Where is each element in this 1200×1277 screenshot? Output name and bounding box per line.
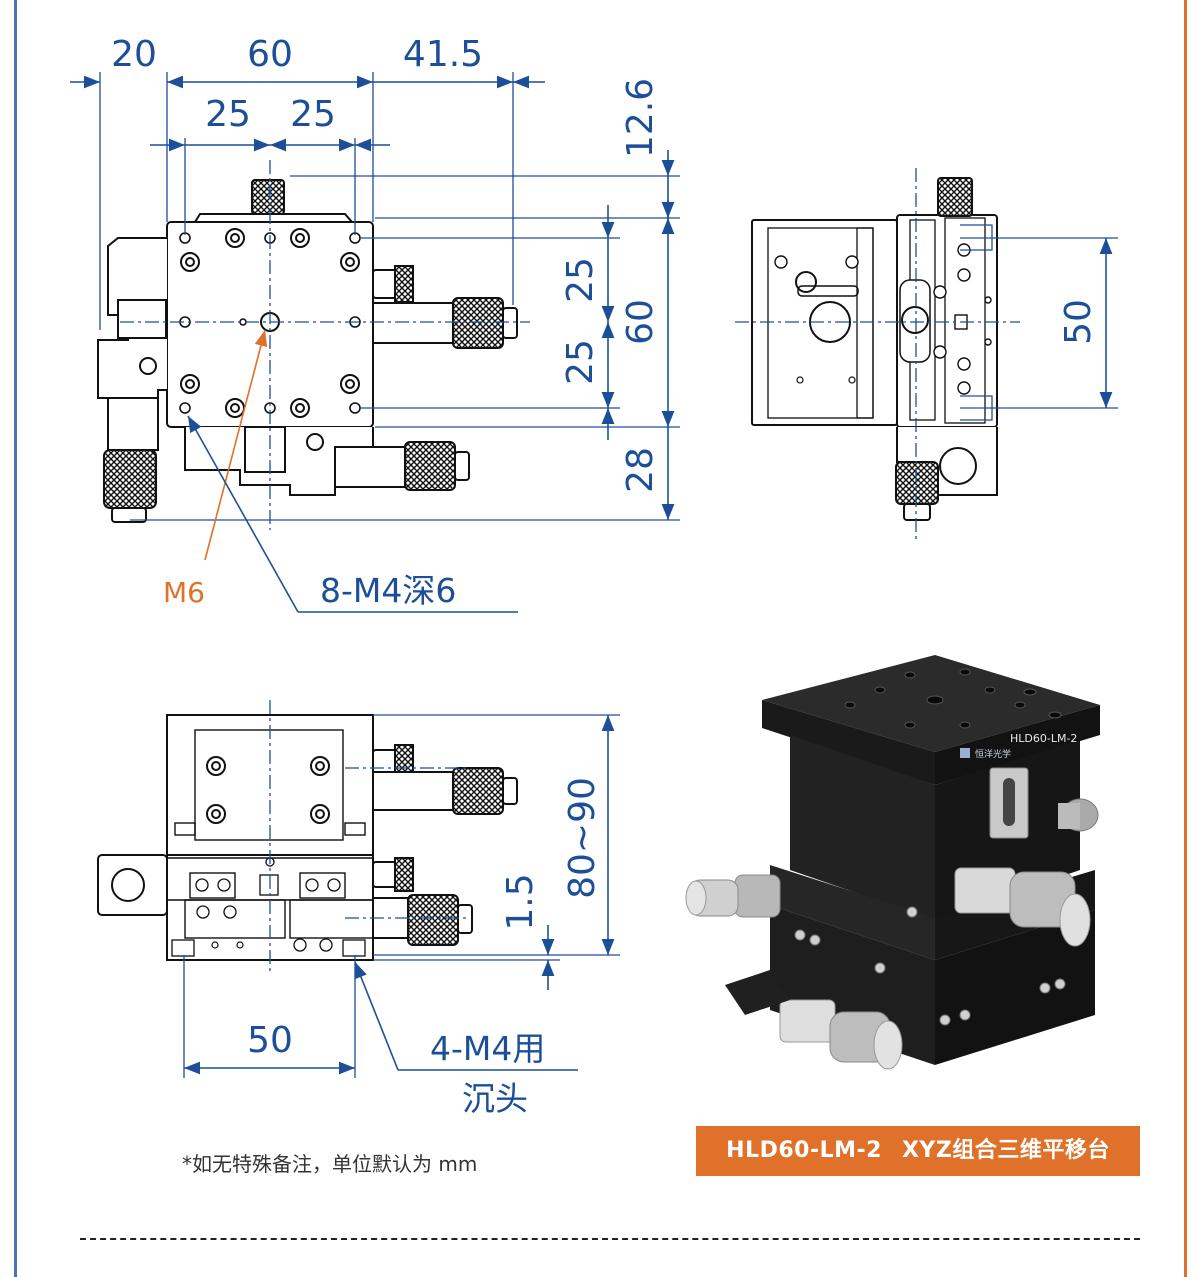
side-top-knob (937, 177, 973, 217)
front-upper-micrometer-knob (452, 767, 504, 815)
dim-lower-half-25: 25 (560, 339, 601, 385)
photo-model-label: HLD60-LM-2 (1010, 732, 1077, 745)
bottom-dashed-divider (80, 1238, 1140, 1240)
callout-8-m4: 8-M4深6 (320, 571, 456, 610)
front-view (97, 714, 518, 961)
unit-note: *如无特殊备注，单位默认为 mm (182, 1152, 478, 1176)
side-dim-50: 50 (1058, 299, 1099, 345)
callout-4-m4-line2: 沉头 (462, 1079, 528, 1118)
photo-logo-text: 恒洋光学 (975, 748, 1011, 760)
dim-width-60: 60 (247, 34, 293, 75)
callout-4-m4-line1: 4-M4用 (430, 1029, 545, 1068)
top-view (97, 179, 518, 523)
dim-half-left-25: 25 (205, 94, 251, 135)
front-dim-80-90: 80~90 (562, 777, 603, 899)
dim-bottom-28: 28 (620, 447, 661, 493)
product-title-badge: HLD60-LM-2 XYZ组合三维平移台 (696, 1126, 1140, 1176)
product-name: XYZ组合三维平移台 (901, 1138, 1110, 1163)
side-view (751, 177, 998, 521)
dim-right-41-5: 41.5 (403, 34, 483, 75)
side-micrometer-knob (895, 461, 939, 505)
front-lower-micrometer-knob (407, 894, 459, 946)
left-micrometer-knob (103, 449, 157, 509)
product-photo: 恒洋光学 HLD60-LM-2 (685, 655, 1100, 1070)
front-dim-1-5: 1.5 (500, 873, 541, 930)
bottom-micrometer-knob (404, 441, 456, 491)
dim-half-right-25: 25 (290, 94, 336, 135)
left-frame-border (14, 0, 17, 1277)
top-knob (251, 179, 285, 215)
right-frame-border (1184, 0, 1187, 1277)
dim-top-12-6: 12.6 (620, 78, 661, 158)
product-model: HLD60-LM-2 (726, 1138, 882, 1163)
callout-m6: M6 (163, 576, 205, 609)
dim-left-20: 20 (111, 34, 157, 75)
dim-upper-half-25: 25 (560, 257, 601, 303)
front-dim-50: 50 (247, 1020, 293, 1061)
dim-height-60: 60 (620, 299, 661, 345)
right-micrometer-knob (452, 297, 504, 349)
